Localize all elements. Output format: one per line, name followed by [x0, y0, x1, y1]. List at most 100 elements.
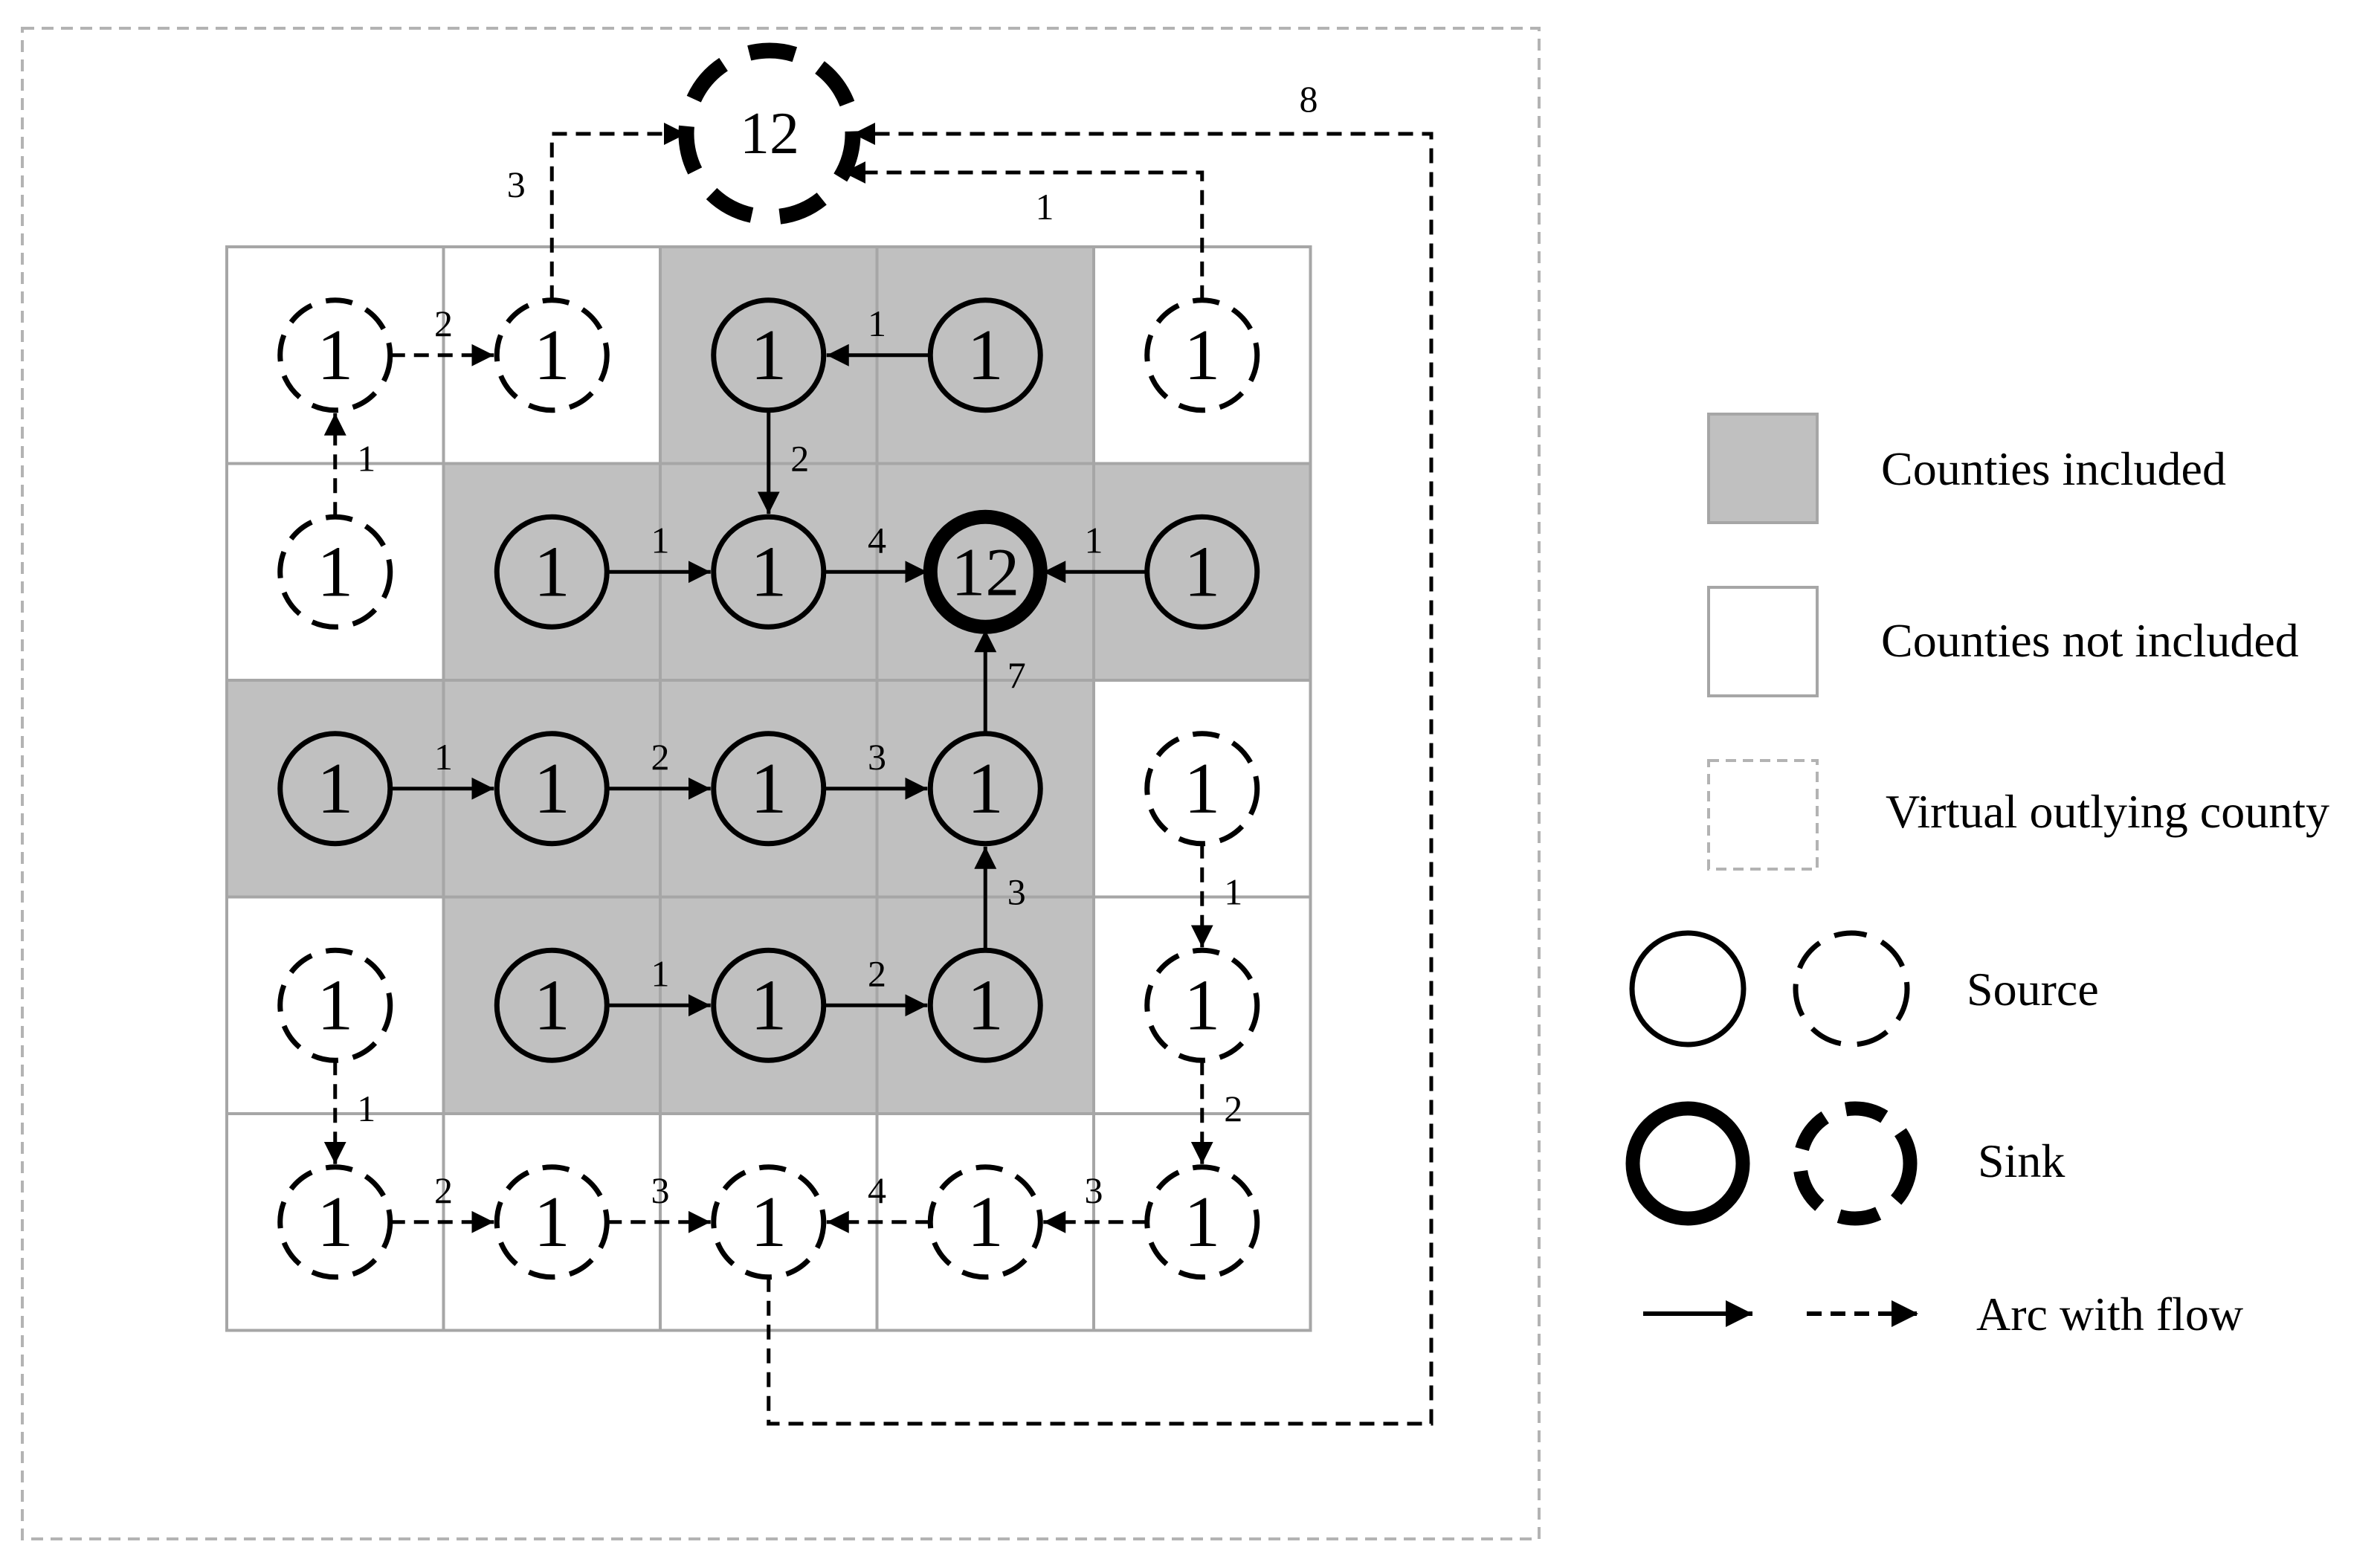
- source-circle: [927, 731, 1043, 847]
- flow-label-r4c0-to-r4c1: 2: [434, 1169, 453, 1211]
- flow-arc-r4c2-to-virtual: [767, 123, 1434, 1426]
- source-circle: [927, 297, 1043, 413]
- legend-label-sink: Sink: [1978, 1134, 2065, 1187]
- node-r4c3: 1: [927, 1164, 1043, 1280]
- source-circle: [1144, 731, 1260, 847]
- source-circle: [494, 514, 610, 630]
- flow-label-r3c0-to-r4c0: 1: [357, 1088, 375, 1129]
- node-value: 1: [1184, 532, 1220, 612]
- flow-label-r4c1-to-r4c2: 3: [651, 1169, 670, 1211]
- flow-label-r2c1-to-r2c2: 2: [651, 736, 670, 778]
- node-value: 1: [967, 1182, 1004, 1262]
- legend-label-source: Source: [1967, 963, 2099, 1016]
- flow-label-r1c1-to-r1c2: 1: [651, 519, 670, 561]
- node-r3c2: 1: [711, 947, 827, 1063]
- node-value: 12: [740, 101, 799, 167]
- flow-label-r2c3-to-r1c3: 7: [1007, 654, 1026, 696]
- node-value: 1: [750, 315, 787, 396]
- node-value: 1: [317, 749, 353, 829]
- legend-label-not-included: Counties not included: [1881, 614, 2299, 667]
- sink-circle: [678, 42, 861, 225]
- source-circle: [1144, 1164, 1260, 1280]
- node-value: 1: [967, 315, 1004, 396]
- node-r1c0: 1: [277, 514, 393, 630]
- source-circle: [711, 297, 827, 413]
- legend-swatch-included: [1707, 413, 1819, 524]
- flow-label-r3c3-to-r2c3: 3: [1007, 871, 1026, 913]
- node-r3c0: 1: [277, 947, 393, 1063]
- source-circle: [494, 1164, 610, 1280]
- flow-label-r0c0-to-r0c1: 2: [434, 303, 453, 344]
- source-circle: [277, 514, 393, 630]
- node-value: 1: [534, 749, 570, 829]
- node-r3c1: 1: [494, 947, 610, 1063]
- source-circle: [1144, 947, 1260, 1063]
- node-r1c3: 12: [923, 509, 1048, 634]
- virtual-outlying-county-border: [21, 27, 1541, 1540]
- node-r2c2: 1: [711, 731, 827, 847]
- source-circle: [927, 947, 1043, 1063]
- source-circle: [711, 947, 827, 1063]
- node-r4c1: 1: [494, 1164, 610, 1280]
- flow-label-r2c4-to-r3c4: 1: [1224, 871, 1242, 913]
- legend-source-solid-icon: [1629, 930, 1747, 1048]
- county-cell-r1c0: [225, 462, 445, 682]
- node-value: 1: [967, 965, 1004, 1045]
- legend-sink-solid-icon: [1625, 1101, 1750, 1226]
- sink-circle: [923, 509, 1048, 634]
- node-r0c2: 1: [711, 297, 827, 413]
- node-virtual: 12: [678, 42, 861, 225]
- node-value: 1: [1184, 965, 1220, 1045]
- flow-label-r0c1-to-virtual: 3: [507, 164, 526, 205]
- source-circle: [711, 731, 827, 847]
- flow-arc-r0c4-to-virtual: [843, 161, 1204, 300]
- source-circle: [277, 947, 393, 1063]
- flow-label-r4c3-to-r4c2: 4: [868, 1169, 886, 1211]
- legend-source-dashed-icon: [1793, 930, 1910, 1048]
- node-r2c1: 1: [494, 731, 610, 847]
- node-r1c2: 1: [711, 514, 827, 630]
- node-r2c4: 1: [1144, 731, 1260, 847]
- node-r0c0: 1: [277, 297, 393, 413]
- source-circle: [494, 297, 610, 413]
- node-value: 1: [317, 315, 353, 396]
- node-value: 12: [951, 534, 1019, 610]
- node-value: 1: [534, 1182, 570, 1262]
- flow-label-r1c2-to-r1c3: 4: [868, 519, 886, 561]
- node-r3c3: 1: [927, 947, 1043, 1063]
- legend-swatch-not-included: [1707, 586, 1819, 697]
- node-value: 1: [534, 532, 570, 612]
- flow-label-r1c0-to-r0c0: 1: [357, 438, 375, 480]
- source-circle: [277, 1164, 393, 1280]
- flow-label-r0c4-to-virtual: 1: [1036, 186, 1054, 227]
- node-r0c4: 1: [1144, 297, 1260, 413]
- node-r4c4: 1: [1144, 1164, 1260, 1280]
- node-value: 1: [317, 1182, 353, 1262]
- node-value: 1: [534, 965, 570, 1045]
- flow-label-r1c4-to-r1c3: 1: [1085, 519, 1103, 561]
- node-r0c3: 1: [927, 297, 1043, 413]
- flow-label-r2c0-to-r2c1: 1: [434, 736, 453, 778]
- source-circle: [494, 731, 610, 847]
- source-circle: [277, 297, 393, 413]
- flow-label-r3c4-to-r4c4: 2: [1224, 1088, 1242, 1129]
- node-value: 1: [750, 1182, 787, 1262]
- source-circle: [711, 514, 827, 630]
- legend-label-included: Counties included: [1881, 442, 2226, 495]
- flow-label-r0c3-to-r0c2: 1: [868, 303, 886, 344]
- node-value: 1: [1184, 749, 1220, 829]
- flow-label-r3c1-to-r3c2: 1: [651, 952, 670, 994]
- source-circle: [1144, 297, 1260, 413]
- node-value: 1: [317, 532, 353, 612]
- legend-label-virtual: Virtual outlying county: [1886, 785, 2329, 838]
- node-r1c1: 1: [494, 514, 610, 630]
- flow-label-r4c4-to-r4c3: 3: [1085, 1169, 1103, 1211]
- node-value: 1: [534, 315, 570, 396]
- node-r2c3: 1: [927, 731, 1043, 847]
- node-r4c0: 1: [277, 1164, 393, 1280]
- source-circle: [494, 947, 610, 1063]
- legend-swatch-virtual: [1707, 759, 1819, 871]
